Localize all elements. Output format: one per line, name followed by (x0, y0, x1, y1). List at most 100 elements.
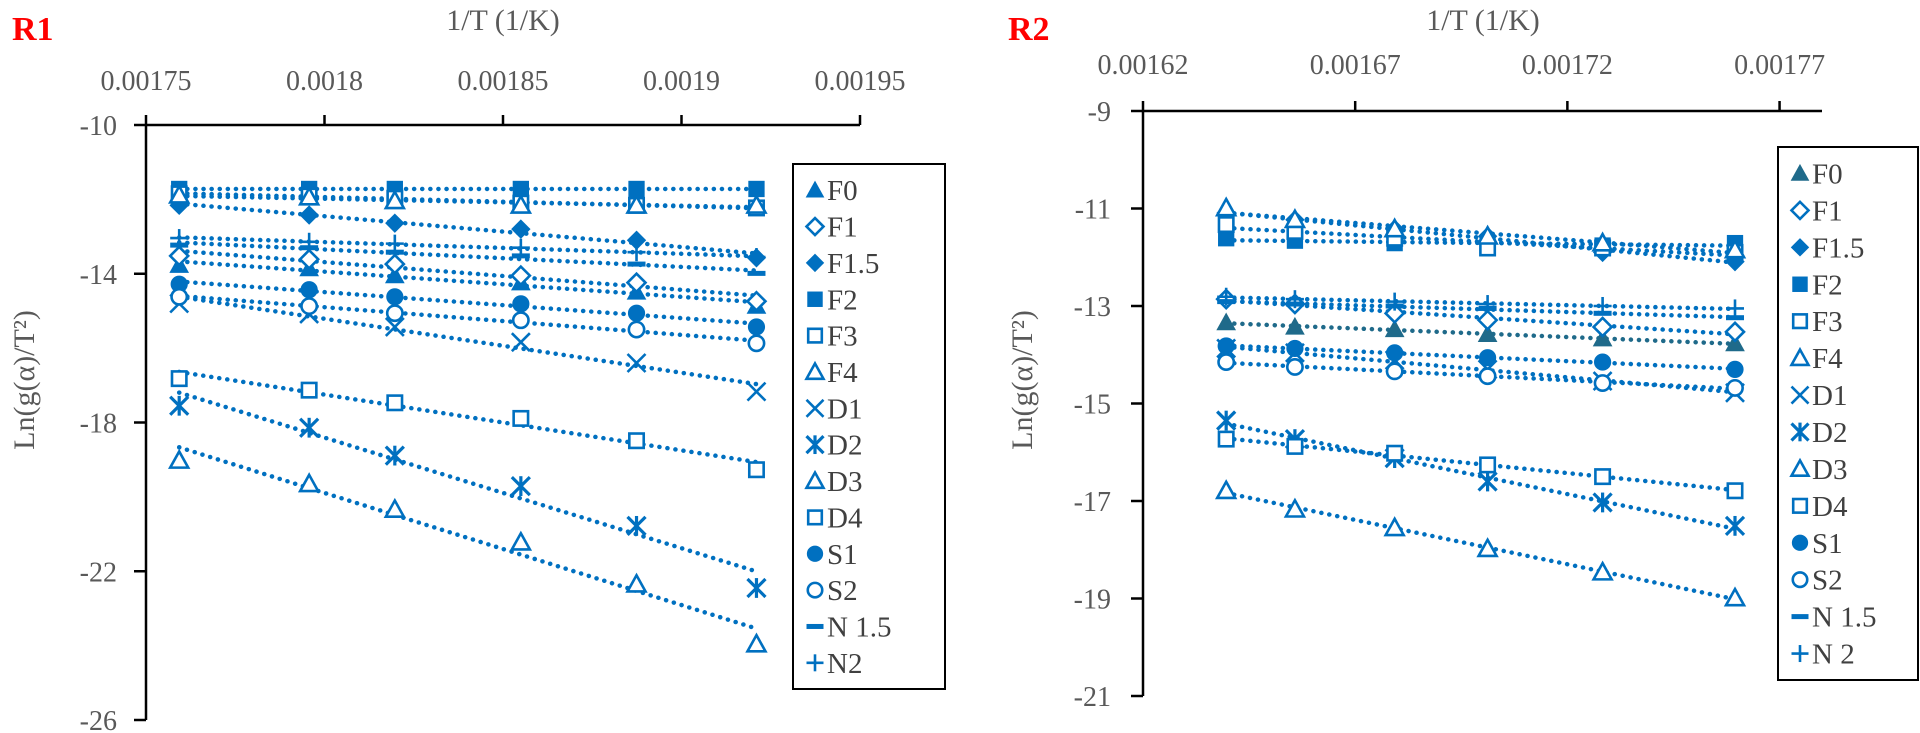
data-point (1214, 479, 1238, 500)
data-point (746, 577, 767, 599)
data-point (626, 353, 647, 373)
trendline-d2 (176, 390, 759, 574)
trendline-d3 (1223, 490, 1738, 602)
legend-label: N2 (827, 648, 862, 680)
series-s1 (170, 275, 766, 336)
y-axis-title-r2: Ln(g(α)/T²) (1006, 310, 1039, 450)
data-point (383, 253, 406, 275)
y-tick-label: -13 (1074, 292, 1111, 323)
legend-label: N 2 (1812, 639, 1855, 671)
data-point (1476, 537, 1499, 558)
data-point (386, 288, 404, 306)
legend-item: F2 (1792, 269, 1843, 301)
legend-item: F3 (1791, 306, 1843, 338)
trendline-d1 (176, 294, 759, 387)
data-point (511, 219, 531, 239)
data-point (385, 234, 404, 253)
data-point (299, 205, 319, 225)
trendline-s1 (176, 279, 759, 326)
legend-label: F0 (1812, 158, 1843, 190)
legend-item: F4 (1789, 343, 1843, 375)
series-f4 (167, 183, 768, 214)
trendline-d3 (176, 445, 759, 631)
data-point (170, 229, 189, 248)
data-point (300, 281, 318, 299)
filled-square-icon (807, 291, 823, 307)
legend-label: D4 (1812, 491, 1848, 523)
data-point (1383, 217, 1406, 238)
legend-item: D3 (804, 466, 862, 498)
plus-icon (806, 654, 824, 672)
open-triangle-icon (1789, 457, 1811, 477)
legend-item: N 1.5 (1791, 602, 1876, 634)
filled-triangle-icon (1790, 163, 1810, 181)
dash-icon (1791, 614, 1809, 620)
data-point (299, 417, 320, 438)
legend-item: F4 (804, 357, 858, 389)
y-tick-label: -17 (1074, 487, 1111, 518)
filled-circle-icon (806, 545, 824, 562)
legend-box (792, 163, 946, 690)
data-point (169, 395, 190, 416)
x-axis-title-r1: 1/T (1/K) (446, 4, 560, 37)
x-tick-label: 0.00175 (101, 66, 192, 97)
data-point (1216, 410, 1237, 431)
legend-item: D1 (1790, 380, 1847, 412)
legend-item: S2 (1791, 565, 1843, 597)
legend-label: D4 (827, 502, 863, 534)
filled-diamond-icon (1790, 238, 1810, 257)
legend-item: F1.5 (805, 248, 879, 280)
legend-item: F0 (1790, 158, 1843, 190)
data-point (298, 248, 320, 271)
dash-icon (806, 623, 824, 629)
series-d3 (167, 448, 768, 653)
legend-label: N 1.5 (827, 611, 891, 643)
data-point (1726, 299, 1745, 318)
legend-item: D2 (805, 430, 862, 462)
x-tick-label: 0.00177 (1734, 50, 1825, 81)
data-point (747, 248, 766, 267)
legend-label: D2 (827, 430, 862, 462)
data-point (167, 448, 191, 469)
data-point (511, 311, 530, 330)
data-point (1383, 302, 1406, 325)
data-point (628, 432, 646, 450)
legend-item: D1 (805, 393, 862, 425)
data-point (1724, 320, 1746, 343)
series-f4 (1214, 196, 1747, 259)
data-point (170, 370, 188, 388)
x-tick-label: 0.00185 (458, 66, 549, 97)
data-point (1286, 437, 1304, 455)
data-point (747, 461, 765, 479)
y-tick-label: -15 (1074, 390, 1111, 421)
legend-label: F2 (1812, 269, 1843, 301)
data-point (1285, 357, 1304, 376)
data-point (746, 381, 767, 402)
y-tick-label: -11 (1075, 195, 1111, 226)
legend-label: F4 (1812, 343, 1843, 375)
data-point (1383, 516, 1406, 537)
data-point (1478, 295, 1497, 314)
data-point (625, 193, 648, 214)
series-d4 (170, 370, 765, 479)
y-tick-label: -22 (80, 557, 117, 588)
data-point (383, 189, 407, 210)
data-point (170, 287, 189, 306)
data-point (1592, 492, 1613, 513)
data-point (1593, 374, 1612, 392)
data-point (510, 332, 531, 353)
open-diamond-icon (1789, 200, 1811, 221)
open-diamond-icon (804, 216, 826, 237)
trendline-f0 (176, 259, 759, 305)
data-point (747, 270, 766, 276)
data-point (297, 185, 321, 206)
filled-square-icon (1792, 276, 1808, 292)
data-point (384, 317, 405, 337)
open-circle-icon (806, 581, 824, 599)
legend-item: F3 (806, 321, 858, 353)
trendline-s2 (176, 293, 759, 343)
filled-triangle-icon (805, 180, 825, 198)
legend-item: F1 (1789, 195, 1843, 227)
